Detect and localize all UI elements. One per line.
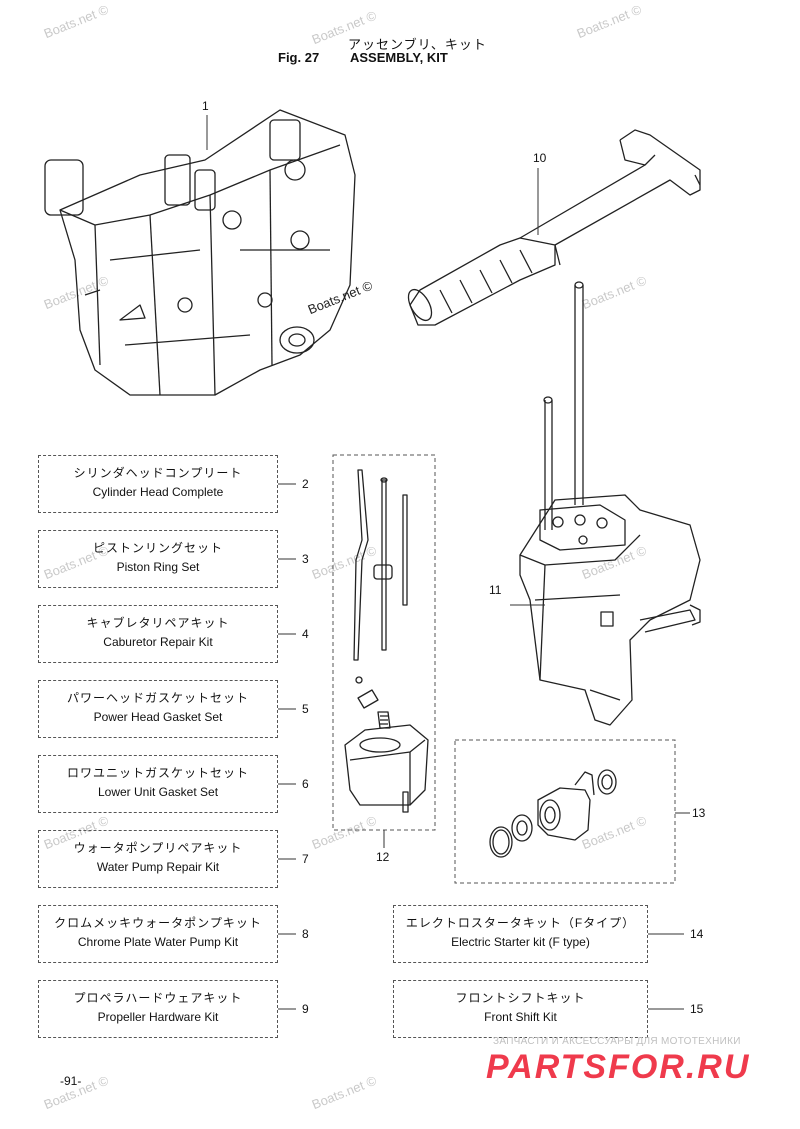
kit-label-en: Piston Ring Set — [116, 560, 200, 574]
kit-label-en: Caburetor Repair Kit — [103, 635, 213, 649]
tiller-handle-drawing — [407, 129, 701, 326]
kit-label-jp: フロントシフトキット — [455, 991, 586, 1005]
kit-label-en: Front Shift Kit — [484, 1010, 557, 1024]
kit-number: 3 — [302, 552, 309, 566]
lower-unit-drawing — [519, 281, 701, 726]
page-number: -91- — [60, 1074, 82, 1088]
title-japanese: アッセンブリ、キット — [348, 38, 487, 53]
kit-number: 6 — [302, 777, 309, 791]
kit-label-en: Lower Unit Gasket Set — [97, 785, 219, 799]
kit-number: 4 — [302, 627, 309, 641]
kit-label-jp: ロワユニットガスケットセット — [66, 766, 249, 780]
kit-label-en: Chrome Plate Water Pump Kit — [77, 935, 239, 949]
kit-box-lower-unit-gasket: ロワユニットガスケットセット Lower Unit Gasket Set — [38, 755, 278, 813]
callout-shift-kit: 12 — [376, 850, 390, 864]
kit-box-propeller-hardware: プロペラハードウェアキット Propeller Hardware Kit — [38, 980, 278, 1038]
page-title: ASSEMBLY, KIT — [350, 50, 448, 65]
kit-number: 14 — [690, 927, 704, 941]
kit-label-jp: ウォータポンプリペアキット — [73, 841, 243, 855]
kit-label-jp: プロペラハードウェアキット — [73, 991, 243, 1005]
kit-label-jp: エレクトロスタータキット（Fタイプ） — [405, 916, 636, 930]
kit-box-piston-ring: ピストンリングセット Piston Ring Set — [38, 530, 278, 588]
kit-box-chrome-water-pump: クロムメッキウォータポンプキット Chrome Plate Water Pump… — [38, 905, 278, 963]
callout-lower-unit: 11 — [489, 583, 502, 597]
figure-number: Fig. 27 — [278, 50, 320, 65]
callout-starter-parts: 13 — [692, 806, 706, 820]
kit-label-jp: パワーヘッドガスケットセット — [66, 691, 249, 705]
starter-kit-drawing — [489, 769, 617, 858]
callout-powerhead: 1 — [202, 99, 209, 113]
kit-box-power-head-gasket: パワーヘッドガスケットセット Power Head Gasket Set — [38, 680, 278, 738]
powerhead-drawing — [44, 109, 356, 396]
kit-label-en: Power Head Gasket Set — [93, 710, 223, 724]
kit-label-jp: シリンダヘッドコンプリート — [73, 466, 243, 480]
kit-label-en: Cylinder Head Complete — [92, 485, 224, 499]
brand-logo: PARTSFOR.RU — [486, 1048, 751, 1086]
kit-label-jp: クロムメッキウォータポンプキット — [54, 916, 262, 930]
kit-number: 5 — [302, 702, 309, 716]
kit-label-jp: ピストンリングセット — [92, 541, 223, 555]
kit-number: 8 — [302, 927, 309, 941]
kit-label-en: Electric Starter kit (F type) — [451, 935, 590, 949]
kit-box-electric-starter: エレクトロスタータキット（Fタイプ） Electric Starter kit … — [393, 905, 648, 963]
kit-box-carburetor: キャブレタリペアキット Caburetor Repair Kit — [38, 605, 278, 663]
kit-label-jp: キャブレタリペアキット — [86, 616, 230, 630]
kit-label-en: Propeller Hardware Kit — [97, 1010, 219, 1024]
callout-tiller-handle: 10 — [533, 151, 547, 165]
kit-box-front-shift: フロントシフトキット Front Shift Kit — [393, 980, 648, 1038]
kit-number: 9 — [302, 1002, 309, 1016]
kit-label-en: Water Pump Repair Kit — [96, 860, 220, 874]
kit-box-water-pump: ウォータポンプリペアキット Water Pump Repair Kit — [38, 830, 278, 888]
kit-box-cylinder-head: シリンダヘッドコンプリート Cylinder Head Complete — [38, 455, 278, 513]
kit-number: 15 — [690, 1002, 704, 1016]
brand-subtitle: ЗАПЧАСТИ И АКСЕССУАРЫ ДЛЯ МОТОТЕХНИКИ — [493, 1036, 741, 1047]
shift-kit-drawing — [344, 469, 429, 813]
kit-number: 2 — [302, 477, 309, 491]
kit-number: 7 — [302, 852, 309, 866]
